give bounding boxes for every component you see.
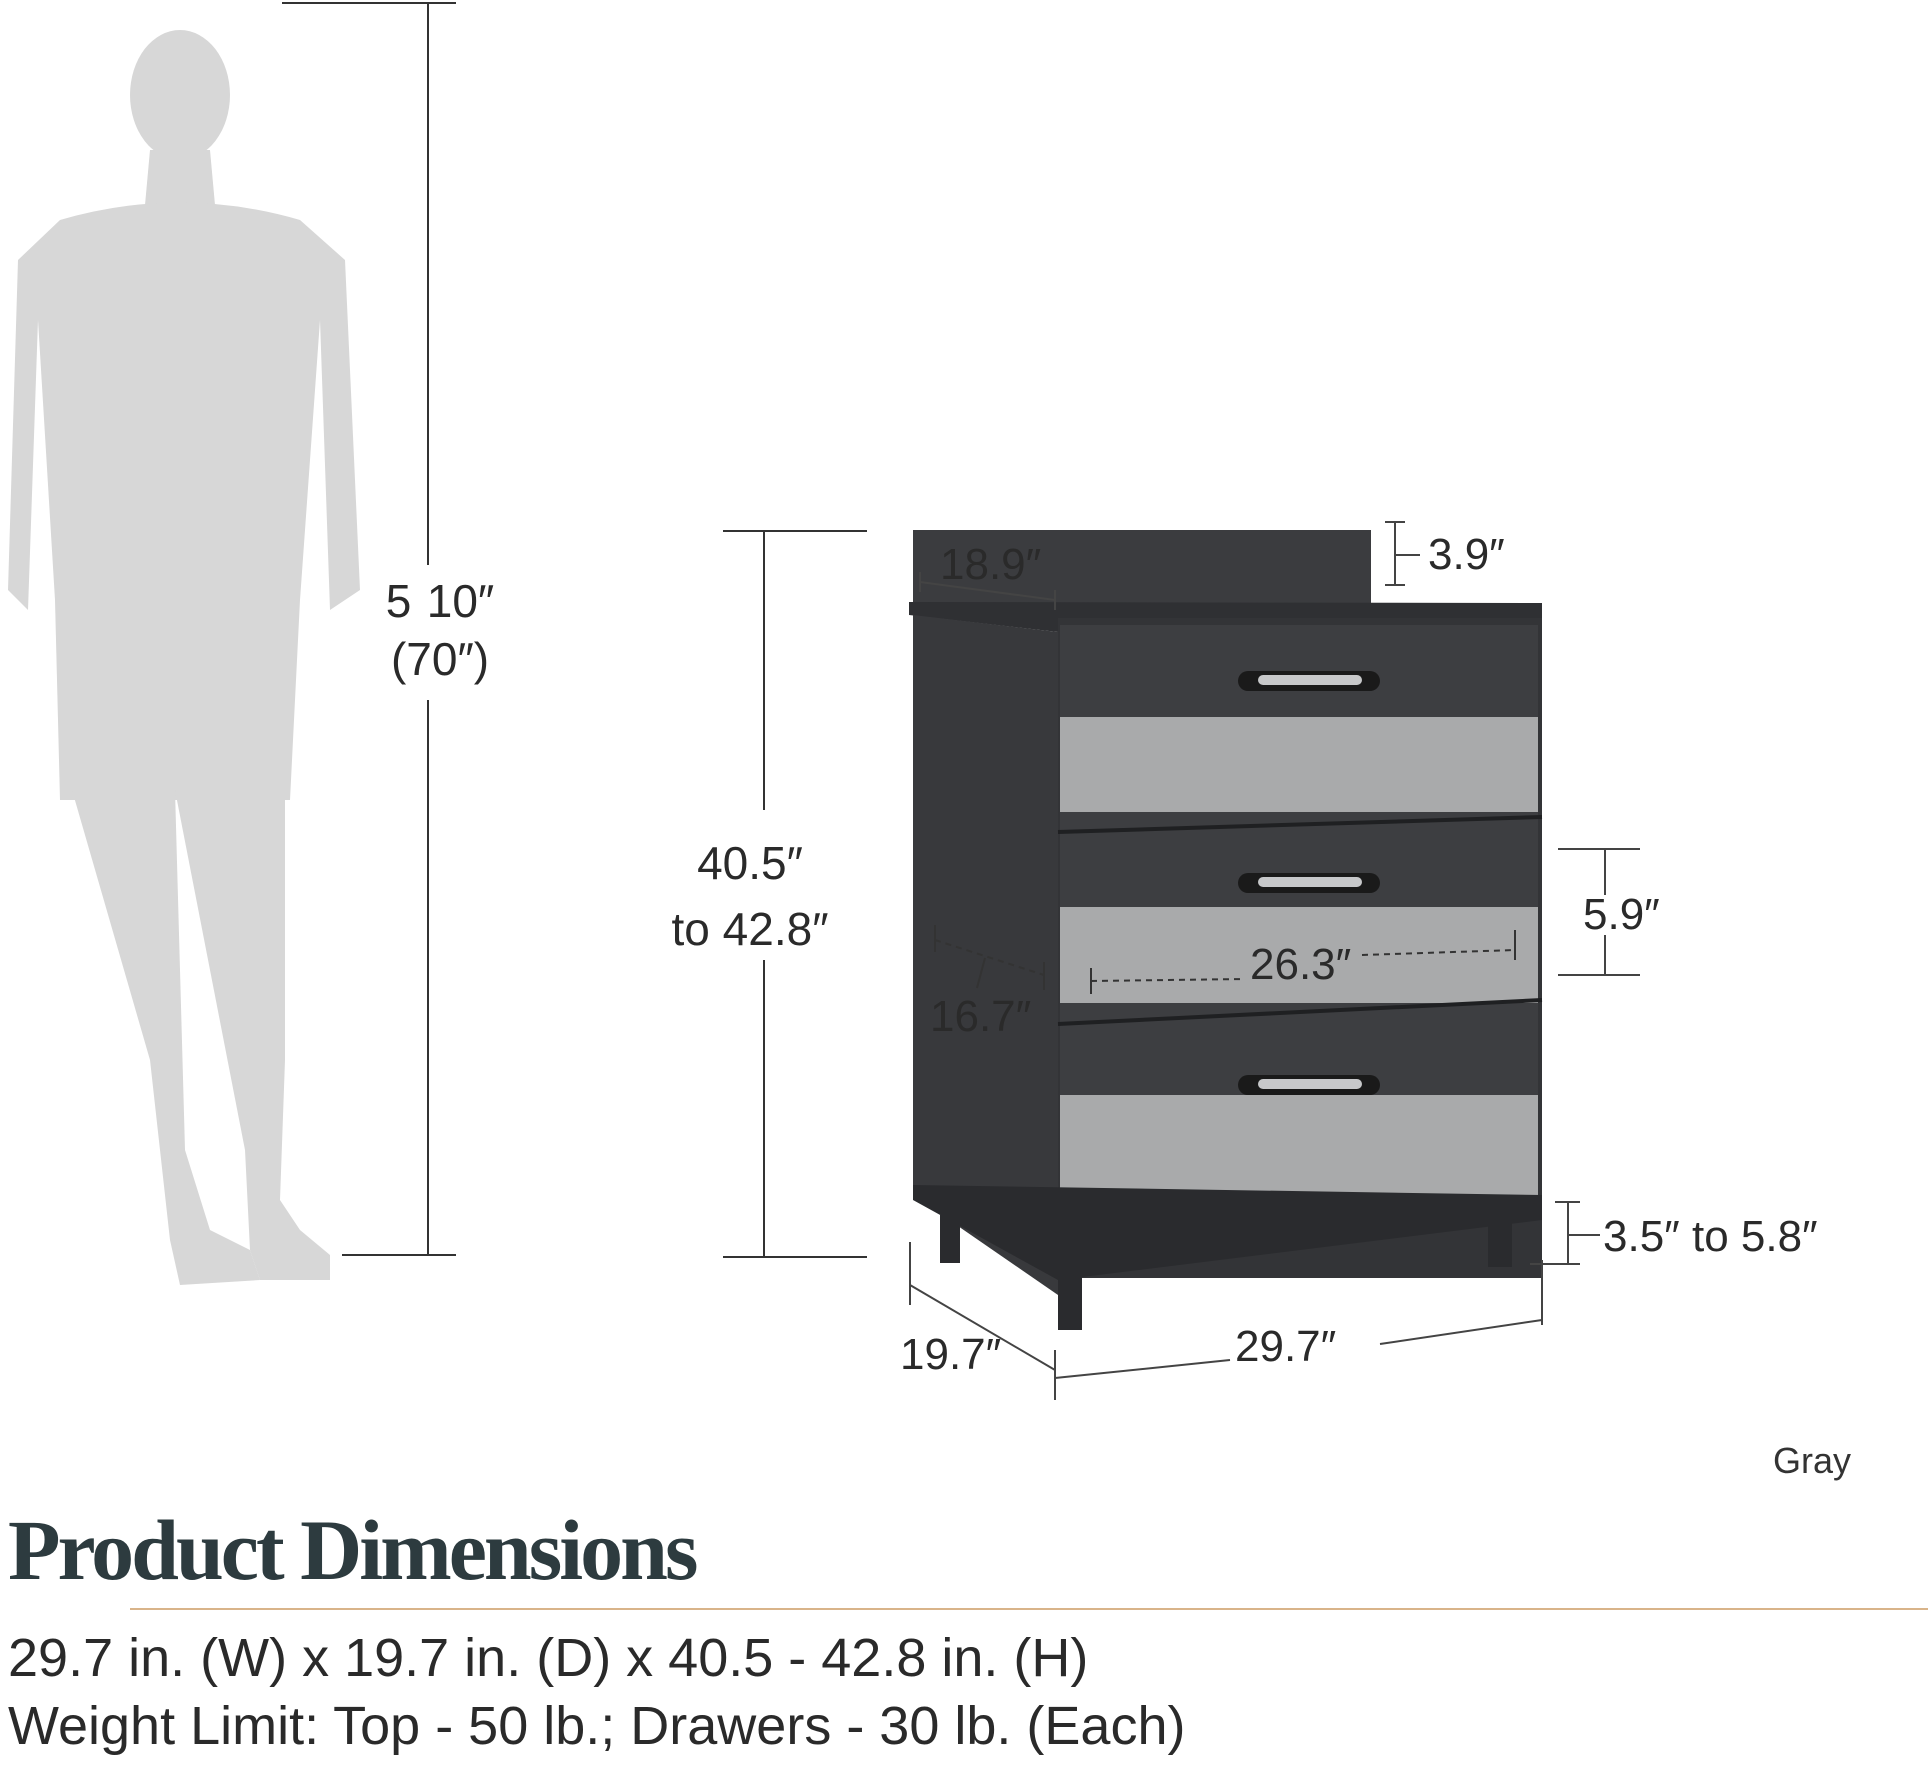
- drawer-depth-label: 16.7″: [930, 992, 1032, 1041]
- drawer-depth-line: [934, 925, 1045, 990]
- person-height-feet: 5 10″: [385, 575, 495, 627]
- overall-depth-line: [909, 1242, 1056, 1400]
- person-height-inches: (70″): [390, 633, 490, 685]
- overall-width-label: 29.7″: [1235, 1322, 1337, 1371]
- backsplash-height-label: 3.9″: [1428, 530, 1505, 579]
- drawer-handle: [1238, 1075, 1380, 1095]
- drawer-bottom: [1060, 1003, 1538, 1220]
- backsplash-height-line: [1385, 521, 1420, 586]
- drawer-width-line: [1090, 930, 1516, 994]
- drawer-handle: [1238, 671, 1380, 691]
- cabinet-height-min: 40.5″: [697, 837, 803, 889]
- drawer-height-label: 5.9″: [1583, 890, 1660, 939]
- leg-height-line: [1530, 1201, 1600, 1265]
- color-name-label: Gray: [1772, 1440, 1851, 1481]
- cabinet-height-label: 40.5″ to 42.8″: [640, 830, 860, 962]
- drawer-height-line: [1558, 848, 1640, 976]
- cabinet-height-line: [723, 530, 867, 1258]
- person-height-line: [282, 2, 456, 1256]
- leg-height-label: 3.5″ to 5.8″: [1603, 1212, 1818, 1261]
- cabinet-height-max: to 42.8″: [671, 903, 829, 955]
- person-silhouette: [8, 30, 360, 1285]
- top-depth-line: [919, 572, 1056, 610]
- accent-divider: [130, 1608, 1928, 1610]
- dimension-spec: 29.7 in. (W) x 19.7 in. (D) x 40.5 - 42.…: [8, 1628, 1089, 1688]
- cabinet: [909, 530, 1543, 1330]
- overall-depth-label: 19.7″: [900, 1330, 1002, 1379]
- section-title: Product Dimensions: [8, 1502, 698, 1598]
- top-depth-label: 18.9″: [940, 540, 1042, 589]
- drawer-handle: [1238, 873, 1380, 893]
- weight-limit-spec: Weight Limit: Top - 50 lb.; Drawers - 30…: [8, 1696, 1186, 1756]
- overall-width-line: [1054, 1260, 1543, 1379]
- person-height-label: 5 10″ (70″): [360, 572, 520, 688]
- drawer-top: [1060, 625, 1538, 829]
- drawer-width-label: 26.3″: [1250, 940, 1352, 989]
